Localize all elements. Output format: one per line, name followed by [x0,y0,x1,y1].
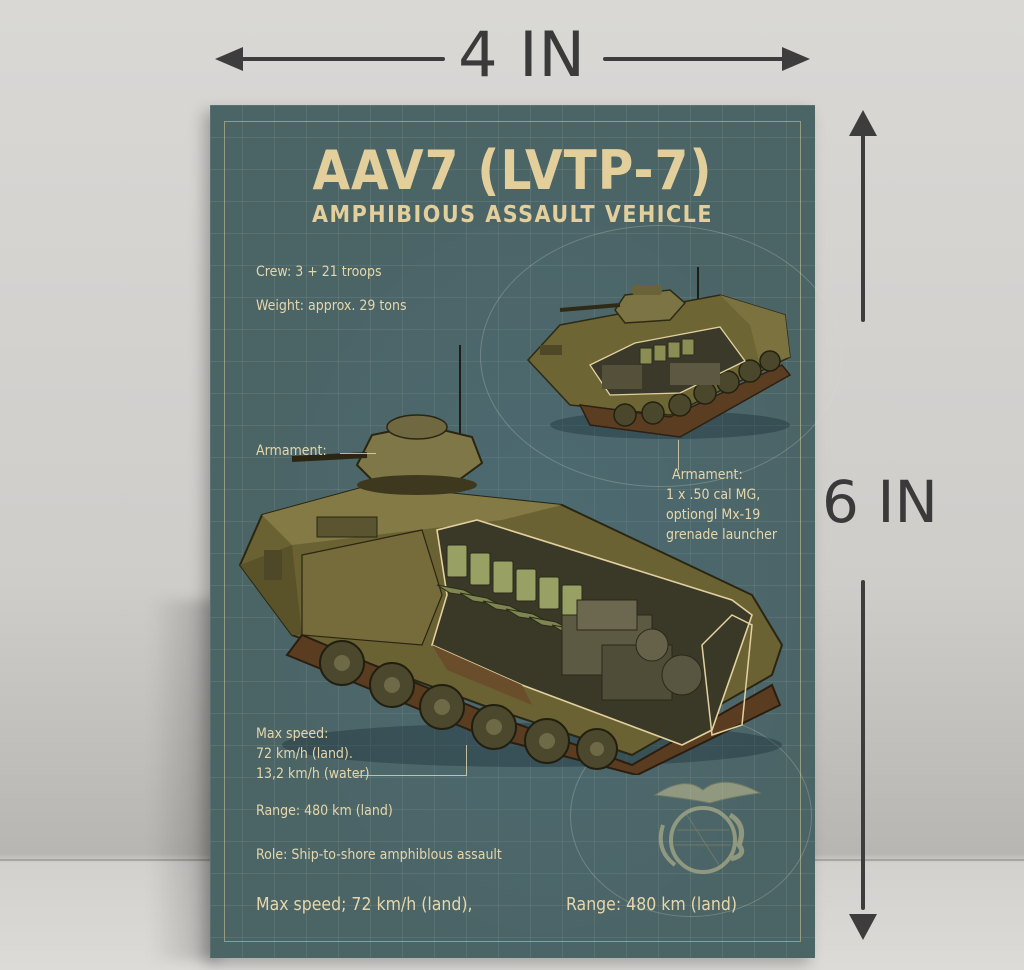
spec-role: Role: Ship-to-shore amphiblous assault [256,847,502,863]
spec-max-speed-heading: Max speed: [256,726,329,742]
spec-range: Range: 480 km (land) [256,803,393,819]
dimension-line [603,57,801,61]
spec-crew: Crew: 3 + 21 troops [256,264,382,280]
dimension-line [861,580,865,910]
speed-leader-line [355,775,467,776]
width-label: 4 IN [458,18,586,91]
decorative-arc [480,225,842,487]
height-dimension: 6 IN [822,110,950,940]
poster-subtitle: AMPHIBIOUS ASSAULT VEHICLE [312,202,713,228]
dimension-line [861,122,865,322]
aav7-cutaway-small-icon [526,267,792,439]
spec-armament-line3: grenade launcher [666,527,778,543]
footer-range: Range: 480 km (land) [566,895,737,915]
poster-shadow [150,600,220,960]
dimension-line [227,57,445,61]
spec-armament-line1: 1 x .50 cal MG, [666,487,761,503]
spec-weight: Weight: approx. 29 tons [256,298,407,314]
footer-max-speed: Max speed; 72 km/h (land), [256,895,473,915]
poster-title: AAV7 (LVTP-7) [312,139,713,202]
height-label: 6 IN [822,468,938,536]
speed-leader-line [466,745,467,775]
spec-armament-line2: optiongl Mx-19 [666,507,761,523]
arrow-right-icon [782,47,810,71]
usmc-eagle-globe-anchor-icon [653,781,762,874]
poster: AAV7 (LVTP-7) AMPHIBIOUS ASSAULT VEHICLE… [210,105,842,958]
width-dimension: 4 IN [215,20,810,90]
spec-max-speed-water: 13,2 km/h (water) [256,766,370,782]
poster-inner-border [224,121,801,942]
aav7-cutaway-large-icon [238,345,784,775]
spec-max-speed-land: 72 km/h (land). [256,746,353,762]
arrow-down-icon [849,914,877,940]
armament-leader-line [678,440,679,470]
spec-armament-heading: Armament: [672,467,743,483]
armament-leader-line [340,453,376,454]
spec-armament-left: Armament: [256,443,327,459]
